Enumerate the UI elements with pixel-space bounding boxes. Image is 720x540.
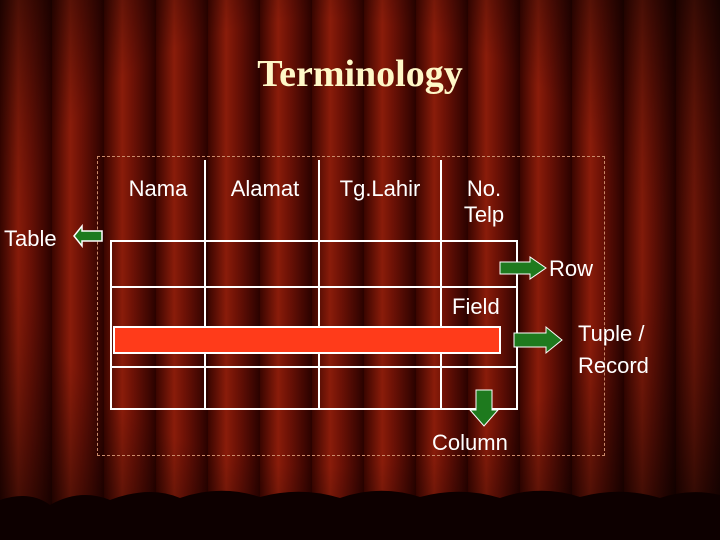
- header-alamat: Alamat: [212, 176, 318, 202]
- slide-title: Terminology: [257, 53, 463, 95]
- record-highlight-bar: [113, 326, 501, 354]
- label-tuple-line: Tuple /: [578, 321, 645, 346]
- label-column: Column: [432, 430, 508, 455]
- label-table: Table: [4, 226, 57, 251]
- column-arrow-icon: [468, 389, 500, 427]
- header-tglahir: Tg.Lahir: [320, 176, 440, 202]
- header-text: Alamat: [230, 176, 300, 201]
- header-notelp: No. Telp: [442, 176, 526, 228]
- header-text: Tg.Lahir: [339, 176, 421, 201]
- grid-hline: [110, 240, 518, 242]
- grid-vline: [440, 160, 442, 410]
- label-field: Field: [452, 294, 500, 319]
- tuple-arrow-icon: [513, 325, 563, 355]
- grid-vline: [516, 240, 518, 410]
- grid-vline: [204, 160, 206, 410]
- header-text: No.: [466, 176, 502, 201]
- row-arrow-icon: [499, 256, 547, 280]
- header-nama: Nama: [112, 176, 204, 202]
- grid-vline: [110, 240, 112, 410]
- grid-hline: [110, 366, 518, 368]
- label-row: Row: [549, 256, 594, 281]
- header-text: Telp: [463, 202, 505, 227]
- grid-vline: [318, 160, 320, 410]
- label-tuple-record: Tuple / Record: [578, 318, 649, 382]
- grid-hline: [110, 286, 518, 288]
- table-frame: [97, 156, 605, 456]
- grid-hline: [110, 408, 518, 410]
- label-record-line: Record: [578, 353, 649, 378]
- header-text: Nama: [128, 176, 188, 201]
- table-arrow-icon: [73, 223, 103, 249]
